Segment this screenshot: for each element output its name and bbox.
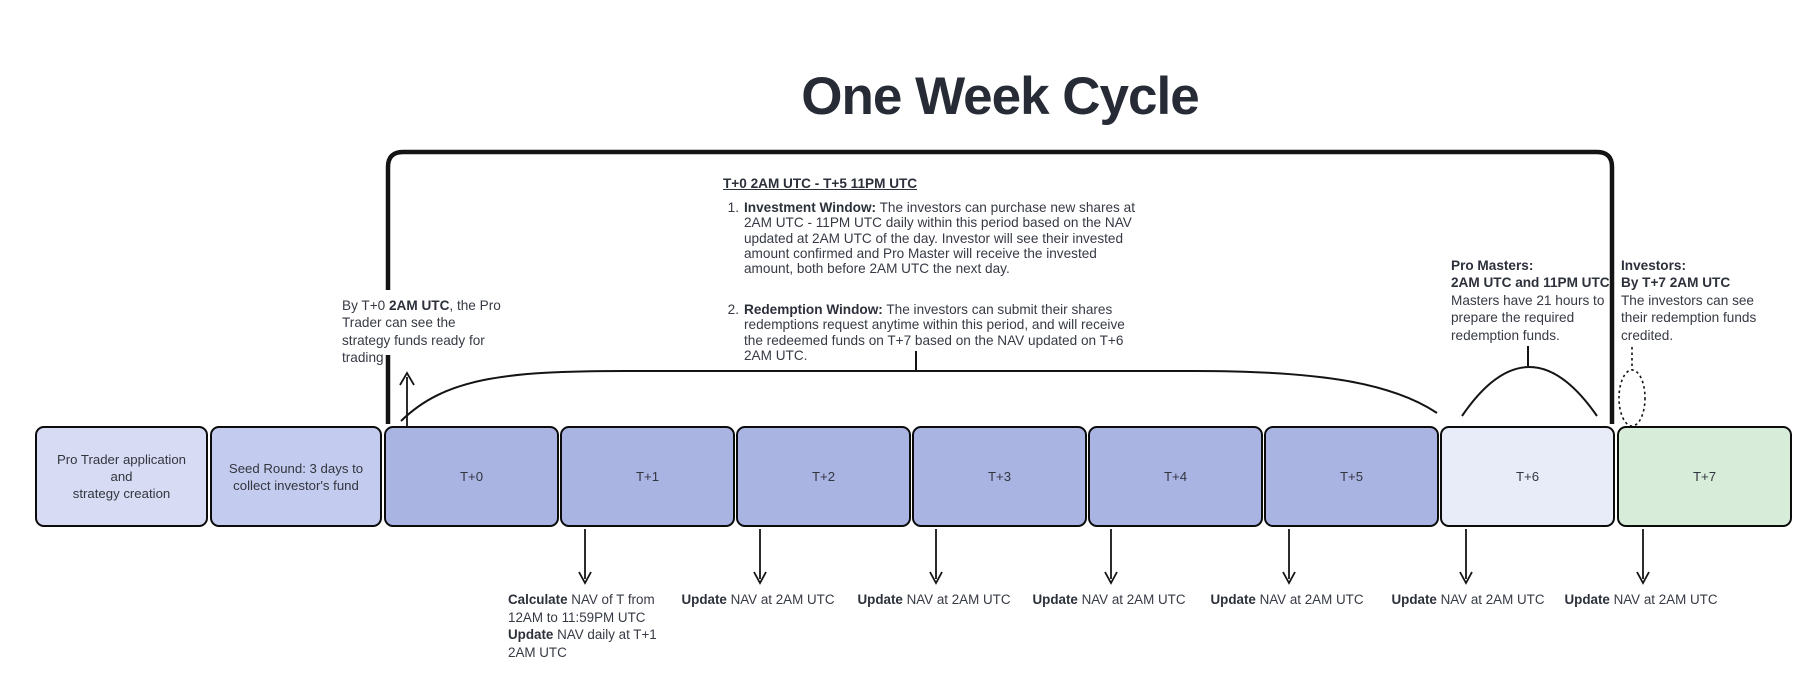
pro-masters-arc [1461,366,1598,417]
list-number: 2. [727,302,739,318]
nav-calc-line2: Update NAV daily at T+1 2AM UTC [508,626,678,661]
update-bold: Update [1391,592,1437,607]
timeline-box-t0: T+0 [384,426,559,527]
redemption-window-label: Redemption Window: [744,302,883,318]
timeline-box-application: Pro Trader application and strategy crea… [35,426,208,527]
update-rest: NAV daily at T+1 2AM UTC [508,627,657,660]
redemption-window-body: The investors can submit their shares re… [744,302,1125,363]
timeline-box-t1: T+1 [560,426,735,527]
update-rest: NAV at 2AM UTC [1436,592,1545,607]
investors-dotted-loop [1618,369,1646,427]
timeline-box-seed-round: Seed Round: 3 days to collect investor's… [210,426,382,527]
pro-masters-heading: Pro Masters: 2AM UTC and 11PM UTC [1451,258,1610,291]
timeline-box-t3: T+3 [912,426,1087,527]
redemption-window-text: Redemption Window: The investors can sub… [744,302,1143,363]
trader-note-text-post: , the Pro Trader can see the strategy fu… [342,298,501,366]
update-rest: NAV at 2AM UTC [1255,592,1364,607]
pro-masters-note: Pro Masters: 2AM UTC and 11PM UTC Master… [1451,257,1621,344]
timeline-box-t6: T+6 [1440,426,1615,527]
timeline-box-t2: T+2 [736,426,911,527]
nav-update-note-t7: Update NAV at 2AM UTC [1546,591,1736,609]
update-rest: NAV at 2AM UTC [1077,592,1186,607]
update-bold: Update [1564,592,1610,607]
update-bold: Update [1210,592,1256,607]
trader-note: By T+0 2AM UTC, the Pro Trader can see t… [342,297,506,367]
redemption-window-item: 2. Redemption Window: The investors can … [723,302,1143,363]
nav-update-arrows [578,529,1650,585]
nav-update-note-t2: Update NAV at 2AM UTC [663,591,853,609]
update-bold: Update [681,592,727,607]
investment-window-body: The investors can purchase new shares at… [744,200,1135,277]
update-rest: NAV at 2AM UTC [726,592,835,607]
investors-heading: Investors: By T+7 2AM UTC [1621,258,1731,291]
trader-note-bold: 2AM UTC [388,298,450,313]
investors-note: Investors: By T+7 2AM UTC The investors … [1621,257,1773,344]
update-bold: Update [857,592,903,607]
page-title: One Week Cycle [801,67,1199,126]
timeline-box-t4: T+4 [1088,426,1263,527]
calc-rest: NAV of T from 12AM to 11:59PM UTC [508,592,655,625]
window-heading: T+0 2AM UTC - T+5 11PM UTC [723,176,918,191]
nav-update-note-t3: Update NAV at 2AM UTC [839,591,1029,609]
update-bold: Update [508,627,554,643]
update-rest: NAV at 2AM UTC [1609,592,1718,607]
trader-note-text: By T+0 [342,298,389,313]
investment-window-item: 1. Investment Window: The investors can … [723,200,1143,276]
investors-body: The investors can see their redemption f… [1621,292,1757,343]
window-annotation: T+0 2AM UTC - T+5 11PM UTC 1. Investment… [723,176,1143,363]
investment-window-label: Investment Window: [744,200,877,216]
update-rest: NAV at 2AM UTC [902,592,1011,607]
nav-calc-note: Calculate NAV of T from 12AM to 11:59PM … [508,591,678,661]
list-number: 1. [727,200,739,216]
nav-update-note-t5: Update NAV at 2AM UTC [1192,591,1382,609]
update-bold: Update [1032,592,1078,607]
pro-masters-body: Masters have 21 hours to prepare the req… [1451,292,1605,343]
nav-calc-line1: Calculate NAV of T from 12AM to 11:59PM … [508,591,678,626]
timeline-box-t5: T+5 [1264,426,1439,527]
nav-update-note-t6: Update NAV at 2AM UTC [1373,591,1563,609]
investment-window-text: Investment Window: The investors can pur… [744,200,1143,276]
nav-update-note-t4: Update NAV at 2AM UTC [1014,591,1204,609]
timeline-box-t7: T+7 [1617,426,1792,527]
calc-bold: Calculate [508,592,568,607]
window-arch [400,370,1438,422]
